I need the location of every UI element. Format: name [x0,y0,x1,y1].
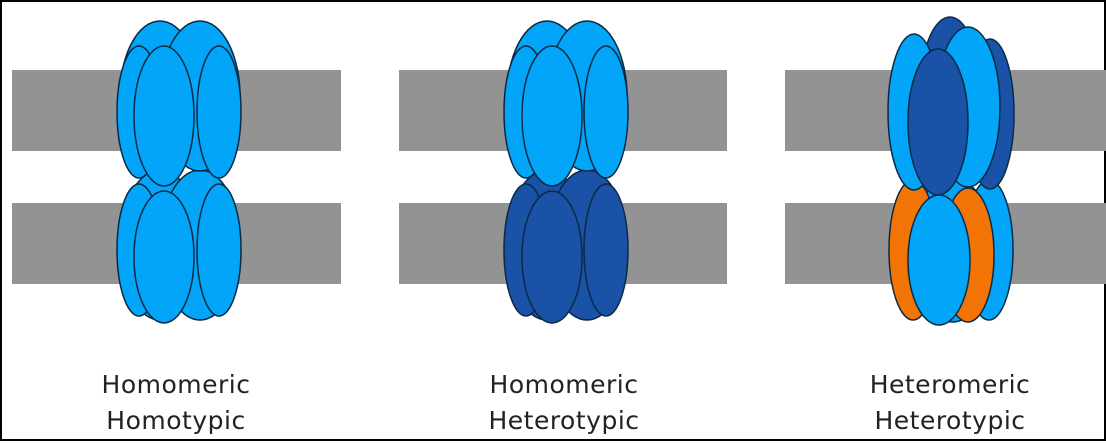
connexin-subunit [522,191,582,323]
connexon-homomeric-heterotypic [504,21,628,323]
connexin-subunit [908,195,970,325]
connexon-homomeric-homotypic [117,21,241,323]
hemichannel-top [504,21,628,186]
caption-line-1: Homomeric [46,367,306,403]
hemichannel-top [117,21,241,186]
connexon-heteromeric-heterotypic [888,17,1014,325]
hemichannel-bottom [504,170,628,323]
caption-line-2: Heterotypic [820,403,1080,439]
connexin-subunit [134,46,194,186]
connexin-subunit [134,191,194,323]
caption-heteromeric-heterotypic: Heteromeric Heterotypic [820,367,1080,439]
caption-line-2: Homotypic [46,403,306,439]
caption-homomeric-heterotypic: Homomeric Heterotypic [434,367,694,439]
caption-line-1: Homomeric [434,367,694,403]
connexin-subunit [197,46,241,178]
caption-homomeric-homotypic: Homomeric Homotypic [46,367,306,439]
caption-line-2: Heterotypic [434,403,694,439]
connexin-subunit [197,184,241,316]
hemichannel-bottom [117,170,241,323]
caption-line-1: Heteromeric [820,367,1080,403]
connexin-subunit [522,46,582,186]
connexin-subunit [584,46,628,178]
hemichannel-top [888,17,1014,195]
connexin-subunit [584,184,628,316]
hemichannel-bottom [889,178,1013,325]
connexin-subunit [908,49,968,195]
